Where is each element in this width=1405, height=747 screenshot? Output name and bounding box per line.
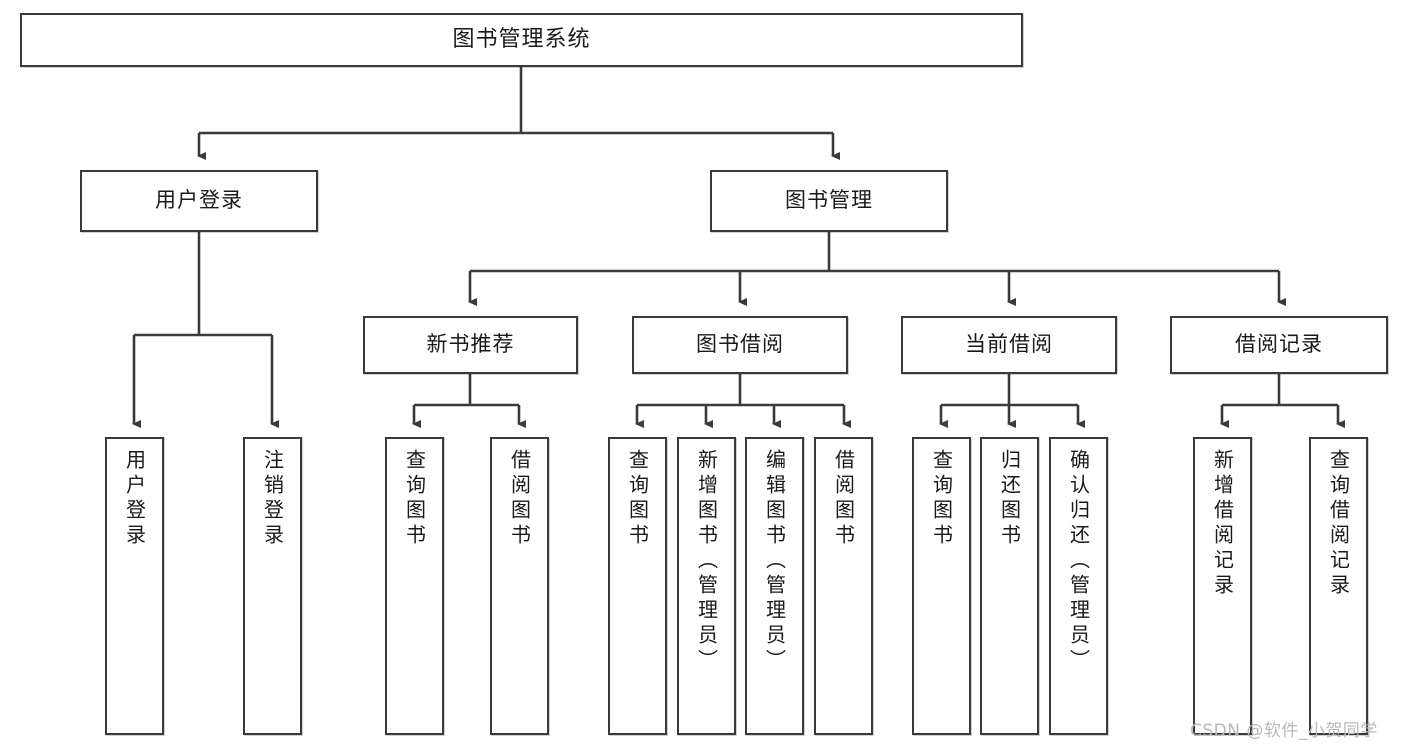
node-user-login[interactable]: 用户登录 xyxy=(80,170,318,232)
node-new-book-recommendation[interactable]: 新书推荐 xyxy=(363,316,578,374)
node-label: 用户登录 xyxy=(122,449,147,549)
node-borrowing-record[interactable]: 借阅记录 xyxy=(1170,316,1388,374)
node-label: 归还图书 xyxy=(997,449,1022,549)
node-root-book-management-system[interactable]: 图书管理系统 xyxy=(20,13,1023,67)
leaf-borrow-book-new-rec[interactable]: 借阅图书 xyxy=(490,437,549,735)
node-label: 查询图书 xyxy=(402,449,427,549)
node-label: 注销登录 xyxy=(260,449,285,549)
leaf-borrow-book[interactable]: 借阅图书 xyxy=(814,437,873,735)
watermark: CSDN @软件_小贺同学 xyxy=(1190,721,1378,741)
leaf-query-book-borrow[interactable]: 查询图书 xyxy=(608,437,667,735)
node-current-borrowing[interactable]: 当前借阅 xyxy=(901,316,1117,374)
leaf-query-borrow-record[interactable]: 查询借阅记录 xyxy=(1309,437,1368,735)
node-book-borrowing[interactable]: 图书借阅 xyxy=(632,316,848,374)
leaf-query-book-new-rec[interactable]: 查询图书 xyxy=(385,437,444,735)
leaf-return-book[interactable]: 归还图书 xyxy=(980,437,1039,735)
leaf-query-book-current[interactable]: 查询图书 xyxy=(912,437,971,735)
node-label: 当前借阅 xyxy=(965,332,1053,357)
leaf-edit-book-admin[interactable]: 编辑图书（管理员） xyxy=(745,437,804,735)
node-label: 图书借阅 xyxy=(696,332,784,357)
node-label: 用户登录 xyxy=(155,188,243,213)
node-label: 查询图书 xyxy=(625,449,650,549)
node-label: 编辑图书（管理员） xyxy=(762,449,787,674)
node-label: 借阅图书 xyxy=(507,449,532,549)
node-label: 查询图书 xyxy=(929,449,954,549)
leaf-add-book-admin[interactable]: 新增图书（管理员） xyxy=(677,437,736,735)
node-label: 借阅记录 xyxy=(1235,332,1323,357)
node-label: 图书管理系统 xyxy=(452,26,591,52)
node-label: 新增图书（管理员） xyxy=(694,449,719,674)
node-label: 借阅图书 xyxy=(831,449,856,549)
node-book-management[interactable]: 图书管理 xyxy=(710,170,948,232)
node-label: 新增借阅记录 xyxy=(1210,449,1235,599)
node-label: 确认归还（管理员） xyxy=(1066,449,1091,674)
leaf-user-logout[interactable]: 注销登录 xyxy=(243,437,302,735)
node-label: 图书管理 xyxy=(785,188,873,213)
node-label: 新书推荐 xyxy=(426,332,515,357)
leaf-confirm-return-admin[interactable]: 确认归还（管理员） xyxy=(1049,437,1108,735)
node-label: 查询借阅记录 xyxy=(1326,449,1351,599)
leaf-user-login[interactable]: 用户登录 xyxy=(105,437,164,735)
leaf-add-borrow-record[interactable]: 新增借阅记录 xyxy=(1193,437,1252,735)
